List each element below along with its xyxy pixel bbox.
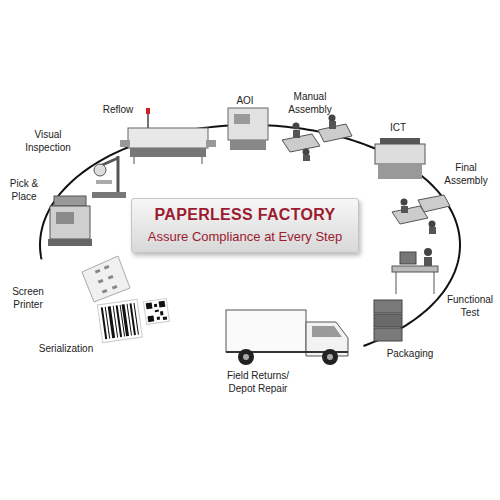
station-label: Packaging [387,348,434,361]
test-station [392,248,438,294]
aoi-machine [228,108,268,150]
station-label: Final Assembly [440,162,492,187]
reflow-oven [120,108,216,164]
station-label: Functional Test [443,294,497,319]
station-label: AOI [236,95,253,108]
pick-place-machine [48,196,92,246]
station-label: Pick & Place [6,178,42,203]
panel-subheading: Assure Compliance at Every Step [148,229,342,244]
microscope-picture [92,156,126,198]
qr-code-picture [143,298,169,324]
station-label: ICT [390,122,406,135]
station-label: Screen Printer [6,286,50,311]
station-label: Visual Inspection [20,129,76,154]
ict-tester [375,138,425,179]
truck-picture [226,310,348,365]
workbench-picture [282,115,352,162]
station-label: Field Returns/ Depot Repair [218,370,298,395]
title-panel: PAPERLESS FACTORY Assure Compliance at Ev… [131,198,359,253]
station-label: Serialization [39,343,93,356]
station-label: Reflow [103,104,134,117]
stencil-picture [82,256,130,302]
station-label: Manual Assembly [284,91,336,116]
panel-heading: PAPERLESS FACTORY [148,206,342,224]
box-stack [374,300,402,341]
workbench-picture [392,195,450,234]
barcode-picture [97,299,142,342]
